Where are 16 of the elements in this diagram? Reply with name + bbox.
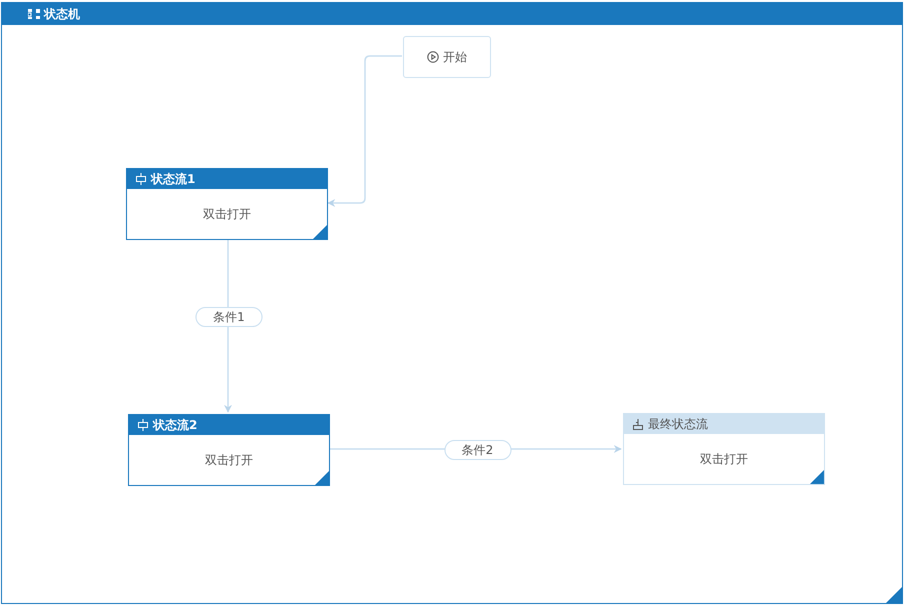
state-body-text: 双击打开: [203, 206, 251, 222]
arrow: [327, 55, 402, 207]
state-box: [126, 168, 328, 240]
state-box: [128, 414, 330, 486]
edge-label: 条件2: [444, 440, 511, 460]
state-title: 最终状态流: [648, 416, 708, 432]
state-body-text: 双击打开: [700, 450, 748, 468]
start-box: [403, 36, 491, 78]
edge-label: 条件1: [196, 307, 262, 327]
state-title: 状态流1: [151, 170, 196, 188]
arrow: [224, 239, 232, 413]
state-body-text: 双击打开: [205, 452, 253, 468]
panel-title: 状态机: [44, 6, 80, 22]
state-title: 状态流2: [153, 416, 198, 434]
final-state-box: [623, 413, 825, 485]
start-label: 开始: [443, 48, 467, 66]
